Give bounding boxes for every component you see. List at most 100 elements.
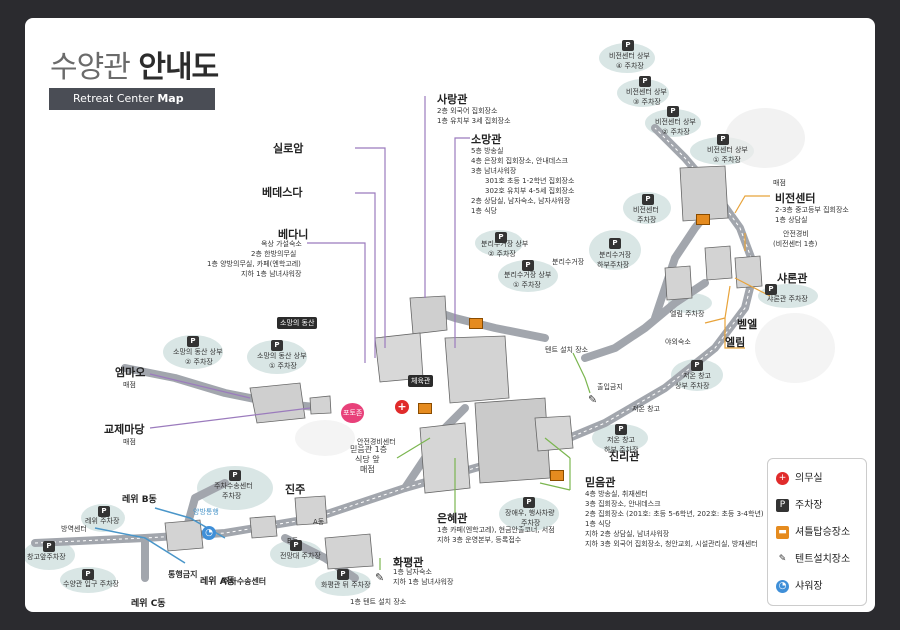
recycle-area-label: 분리수거장 — [552, 258, 585, 266]
somang-floor-1: 5층 방송실 — [471, 147, 504, 155]
mideum-floor-5: 지하 2층 상담실, 남녀샤워장 — [585, 530, 670, 538]
parking-cold-lower-sub: 하부 주차장 — [604, 446, 639, 454]
parking-icon: P — [667, 106, 679, 117]
parking-vision-upper-3: 비전센터 상부 — [626, 88, 667, 96]
building-sarang[interactable]: 사랑관 — [437, 93, 468, 106]
parking-icon: P — [290, 540, 302, 551]
parking-vision-upper-2: 비전센터 상부 — [655, 118, 696, 126]
tent-icon: ✎ — [375, 571, 385, 584]
parking-vision-upper-4-num: ④ 주차장 — [616, 62, 644, 70]
tent-icon: ✎ — [588, 393, 598, 406]
legend-item-tent: ✎텐트설치장소 — [776, 550, 850, 566]
building-mideum[interactable]: 믿음관 — [585, 476, 616, 489]
tent-icon: ✎ — [776, 552, 789, 566]
building-siloam[interactable]: 실로암 — [273, 142, 304, 155]
shuttle-route-label: 양방통행 — [193, 508, 219, 516]
building-rewi-c[interactable]: 레위 C동 — [131, 599, 166, 609]
parking-vision: 비전센터 — [633, 206, 659, 214]
building-jinju[interactable]: 진주 — [285, 483, 306, 496]
photo-zone-tag: 포토존 — [341, 403, 365, 423]
safety-center-label: 안전경비센터 — [357, 438, 396, 446]
vision-a-label: A동 — [313, 518, 325, 526]
parking-entrance: 수양관 입구 주차장 — [63, 580, 119, 588]
parking-icon: P — [622, 40, 634, 51]
bethany-floor-1: 옥상 가설숙소 — [261, 240, 302, 248]
security-sub: (비전센터 1층) — [773, 240, 818, 248]
hwapyeong-tent: 1층 텐트 설치 장소 — [350, 598, 407, 606]
page-subtitle: Retreat Center Map — [49, 88, 215, 110]
shower-icon: ◔ — [202, 526, 216, 540]
building-bethany[interactable]: 베다니 — [278, 228, 309, 241]
first-aid-icon: + — [776, 471, 789, 485]
parking-disabled: 장애우, 행사차량 — [505, 509, 555, 517]
parking-cold-upper: 저온 창고 — [683, 372, 711, 380]
shuttle-stop-icon: ▬ — [776, 525, 789, 539]
parking-icon: P — [776, 498, 789, 512]
shuttle-stop-icon — [550, 470, 564, 481]
building-jinri[interactable]: 진리관 — [609, 450, 640, 463]
callout-lines — [149, 96, 771, 570]
eunhye-floor-1: 1층 카페(엔학고레), 현금안출코너, 서점 — [437, 526, 555, 534]
building-bethel[interactable]: 벧엘 — [737, 318, 758, 331]
hwapyeong-floor-2: 지하 1층 남녀샤워장 — [393, 578, 454, 586]
shuttle-stop-icon — [696, 214, 710, 225]
building-elim[interactable]: 엘림 — [725, 336, 746, 349]
parking-icon: P — [615, 424, 627, 435]
building-fellowship[interactable]: 교제마당 — [104, 423, 145, 436]
parking-hwapyeong-rear: 화평관 뒤 주차장 — [321, 581, 371, 589]
building-vision[interactable]: 비전센터 — [775, 192, 816, 205]
parking-shuttle-center: 주차수송센터 — [214, 482, 253, 490]
parking-disabled-sub: 주차장 — [521, 519, 541, 527]
somang-floor-5: 1층 식당 — [471, 207, 497, 215]
building-eunhye[interactable]: 은혜관 — [437, 512, 468, 525]
parking-elim: 엘림 주차장 — [670, 310, 705, 318]
parking-somang-upper-2-num: ② 주차장 — [185, 358, 213, 366]
parking-icon: P — [609, 238, 621, 249]
shuttle-stop-icon — [469, 318, 483, 329]
parking-vision-upper-3-num: ③ 주차장 — [633, 98, 661, 106]
legend-item-shower: ◔샤워장 — [776, 577, 823, 593]
parking-recycle-lower: 분리수거장 — [599, 251, 632, 259]
building-rewi-b[interactable]: 레위 B동 — [122, 495, 157, 505]
page-title: 수양관 안내도 — [50, 50, 219, 85]
somang-floor-3: 3층 남녀샤워장 — [471, 167, 517, 175]
cold-storage-label: 저온 창고 — [632, 405, 660, 413]
bethany-floor-2: 2층 한방의무실 — [251, 250, 297, 258]
somang-room-301: 301호 초등 1-2학년 집회장소 — [485, 177, 575, 185]
no-entry-label: 출입금지 — [597, 383, 623, 391]
building-hwapyeong[interactable]: 화평관 — [393, 556, 424, 569]
parking-vision-upper-4: 비전센터 상부 — [609, 52, 650, 60]
shower-icon: ◔ — [776, 579, 789, 593]
parking-icon: P — [495, 232, 507, 243]
mideum-1f-sub2: 매점 — [360, 465, 375, 474]
parking-vision-upper-1-num: ① 주차장 — [713, 156, 741, 164]
parking-icon: P — [271, 340, 283, 351]
parking-icon: P — [98, 506, 110, 517]
bethany-floor-3: 1층 양방의무실, 카페(엔학고레) — [207, 260, 301, 268]
parking-icon: P — [717, 134, 729, 145]
tent-label: 텐트 설치 장소 — [545, 346, 589, 354]
parking-recycle-upper-2-num: ② 주차장 — [488, 250, 516, 258]
building-somang[interactable]: 소망관 — [471, 133, 502, 146]
bethany-floor-4: 지하 1층 남녀샤워장 — [241, 270, 302, 278]
building-rewi-a[interactable]: 레위 A동 — [200, 577, 235, 587]
parking-icon: P — [642, 194, 654, 205]
parking-shuttle-center-sub: 주차장 — [222, 492, 242, 500]
mideum-floor-4: 1층 식당 — [585, 520, 611, 528]
building-sharon[interactable]: 샤론관 — [777, 272, 808, 285]
outdoor-label: 야외숙소 — [665, 338, 691, 346]
map-card: 수양관 안내도 Retreat Center Map — [25, 18, 875, 612]
eunhye-floor-2: 지하 3층 운영본부, 등록접수 — [437, 536, 522, 544]
building-emmaus[interactable]: 엠마오 — [115, 366, 146, 379]
building-bethesda[interactable]: 베데스다 — [262, 186, 303, 199]
emmaus-store: 매점 — [123, 381, 136, 389]
parking-recycle-upper-1-num: ① 주차장 — [513, 281, 541, 289]
parking-somang-upper-1-num: ① 주차장 — [269, 362, 297, 370]
parking-recycle-upper-1: 분리수거장 상부 — [504, 271, 552, 279]
parking-cold-lower: 저온 창고 — [607, 436, 635, 444]
quarantine-center-label: 방역센터 — [61, 525, 87, 533]
parking-icon: P — [765, 284, 777, 295]
somang-floor-2: 4층 은장회 집회장소, 안내데스크 — [471, 157, 569, 165]
jinju-shuttle-label: 주차수송센터 — [222, 577, 267, 586]
vision-floor-1: 2-3층 중고등부 집회장소 — [775, 206, 849, 214]
